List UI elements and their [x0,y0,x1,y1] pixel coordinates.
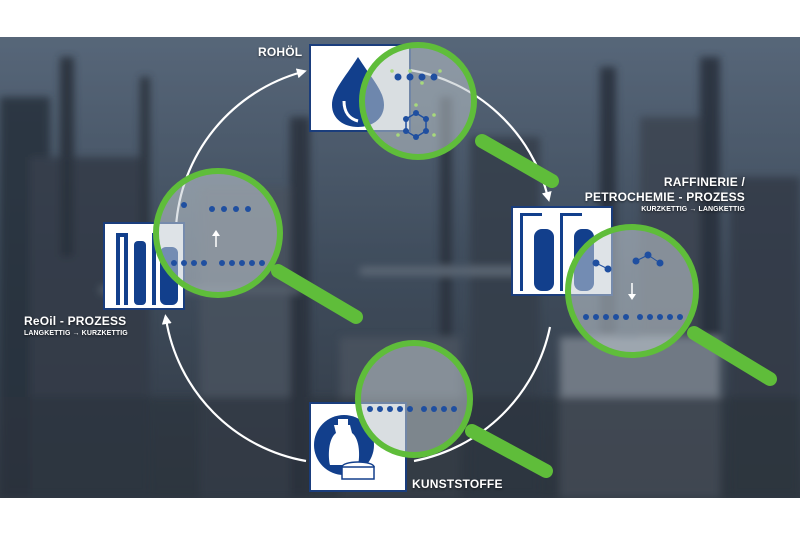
crude-oil-label: ROHÖL [258,45,303,59]
reoil-subtitle: LANGKETTIG → KURZKETTIG [24,330,128,337]
diagram-canvas [0,37,800,498]
plastics-label: KUNSTSTOFFE [412,477,503,491]
molecule-short-chain-refinery [592,251,664,273]
magnifier-plastics [355,340,553,478]
plastic-bottle-icon [314,415,375,480]
arrow-down-refinery [628,283,636,300]
refinery-label-line1: RAFFINERIE / [663,175,745,189]
molecule-products-reoil [181,202,251,212]
magnifier-refinery [565,224,777,386]
molecule-polymer-chain-plastics [367,406,457,412]
arrow-up-reoil [212,230,220,247]
reoil-label: ReOil - PROZESS [24,314,127,328]
molecule-chain-crude [390,69,442,85]
arrow-plastics-to-reoil [161,314,307,463]
recycling-cycle-diagram: ROHÖL RAFFINERIE / PETROCHEMIE - PROZESS… [0,37,800,498]
molecule-ring-crude [396,103,436,140]
magnifier-reoil [153,168,363,324]
refinery-subtitle: KURZKETTIG → LANGKETTIG [641,206,745,213]
arrow-refinery-to-plastics [413,326,552,463]
molecule-polymer-chain-reoil [171,260,265,266]
refinery-label-line2: PETROCHEMIE - PROZESS [584,190,745,204]
magnifier-crude-oil [359,42,559,188]
molecule-long-chain-refinery [583,314,683,320]
